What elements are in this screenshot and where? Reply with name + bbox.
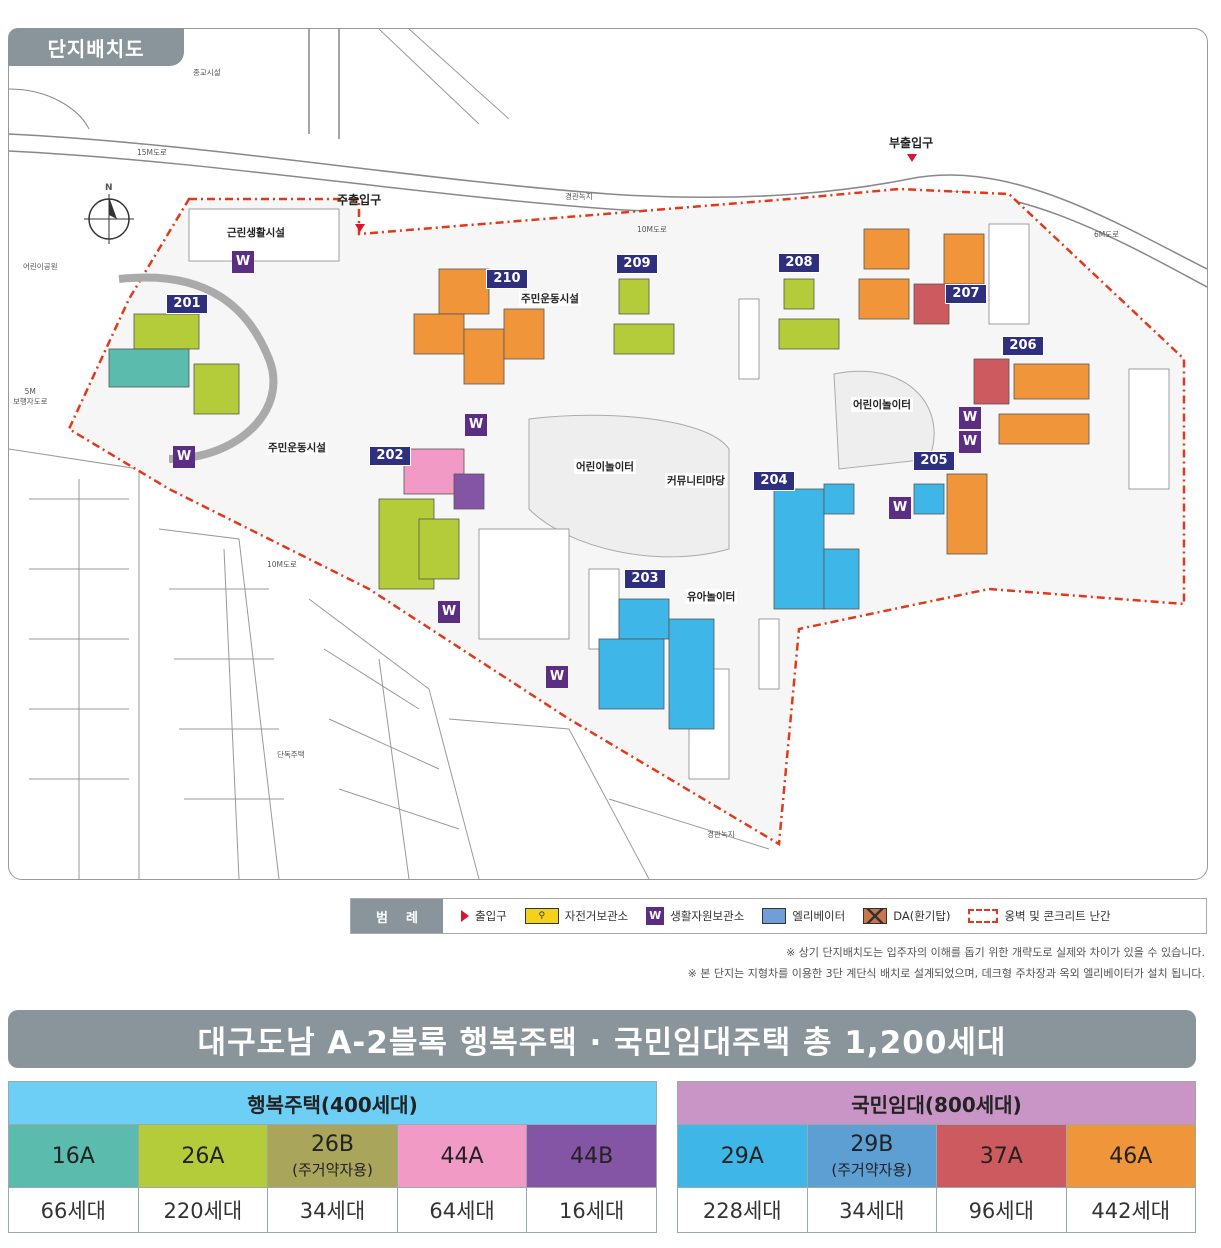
block-210: 210 [486,269,528,289]
recycle-storage-icon: W [959,431,981,453]
note-2: ※ 본 단지는 지형차를 이용한 3단 계단식 배치로 설계되었으며, 데크형 … [687,967,1205,980]
recycle-storage-icon: W [646,907,665,925]
religious-label: 종교시설 [193,68,221,77]
unit-count-cell: 228세대 [677,1187,808,1233]
unit-count-cell: 64세대 [396,1187,528,1233]
recycle-storage-icon: W [546,666,568,688]
legend-wall: 옹벽 및 콘크리트 난간 [968,908,1111,924]
unit-count-cell: 34세대 [806,1187,937,1233]
kids-park-label: 어린이공원 [23,262,58,271]
greenbelt-bottom-label: 경관녹지 [707,830,735,839]
unit-type-name: 16A [51,1143,95,1169]
gym-label-2: 주민운동시설 [519,291,581,306]
block-204: 204 [753,471,795,491]
unit-type-name: 44A [440,1143,484,1169]
unit-type-cell: 29A [677,1124,808,1188]
unit-type-cell: 29B (주거약자용) [806,1124,937,1188]
road-10m-top-label: 10M도로 [637,225,667,234]
legend-entrance: 출입구 [461,908,507,924]
map-title: 단지배치도 [8,28,184,66]
block-203: 203 [624,569,666,589]
unit-type-cell: 46A [1065,1124,1196,1188]
unit-type-subtitle: (주거약자용) [292,1161,373,1179]
legend-da: DA(환기탑) [863,908,950,924]
unit-count-cell: 96세대 [936,1187,1067,1233]
ventilation-tower-icon [863,908,888,924]
legend: 범례 출입구 ⚲ 자전거보관소 W 생활자원보관소 엘리베이터 DA(환기탑) … [350,898,1207,934]
block-206: 206 [1002,336,1044,356]
block-201: 201 [166,294,208,314]
unit-count-cell: 220세대 [137,1187,269,1233]
entrance-triangle-icon [461,910,469,922]
community-yard-label: 커뮤니티마당 [665,473,727,488]
recycle-storage-icon: W [465,414,487,436]
note-1: ※ 상기 단지배치도는 입주자의 이해를 돕기 위한 개략도로 실제와 차이가 … [786,946,1205,959]
bicycle-icon: ⚲ [524,908,559,924]
toddler-playground-label: 유아놀이터 [685,589,738,604]
national-rental-title: 국민임대(800세대) [677,1081,1196,1125]
recycle-storage-icon: W [438,601,460,623]
unit-type-subtitle: (주거약자용) [831,1161,913,1179]
block-202: 202 [369,446,411,466]
complex-summary-banner: 대구도남 A-2블록 행복주택 · 국민임대주택 총 1,200세대 [8,1010,1196,1068]
main-entrance-label: 주출입구 [337,193,382,207]
block-208: 208 [778,253,820,273]
unit-type-name: 46A [1109,1143,1153,1169]
greenbelt-top-label: 경관녹지 [565,192,593,201]
north-label: N [105,183,113,193]
block-209: 209 [616,254,658,274]
unit-type-name: 26A [181,1143,225,1169]
detached-housing-label: 단독주택 [277,750,305,759]
sub-entrance-label: 부출입구 [889,136,934,150]
legend-title: 범례 [351,899,443,933]
unit-type-cell: 37A [936,1124,1067,1188]
unit-count-cell: 34세대 [267,1187,398,1233]
road-15m-label: 15M도로 [137,148,167,157]
ped-road-label: 5M 보행자도로 [13,387,48,406]
unit-type-name: 26B [310,1132,355,1157]
gym-label-1: 주민운동시설 [266,440,328,455]
recycle-storage-icon: W [173,446,195,468]
unit-type-cell: 44A [396,1124,528,1188]
unit-type-name: 29B [850,1132,894,1157]
unit-type-name: 37A [979,1143,1023,1169]
unit-type-cell: 44B [526,1124,657,1188]
elevator-icon [762,908,787,924]
site-map: 종교시설 15M도로 10M도로 10M도로 6M도로 경관녹지 경관녹지 어린… [8,28,1208,880]
recycle-storage-icon: W [959,407,981,429]
retaining-wall-icon [968,909,999,923]
recycle-storage-icon: W [889,497,911,519]
recycle-storage-icon: W [232,251,254,273]
legend-recycle: W 생활자원보관소 [646,907,744,925]
legend-bike: ⚲ 자전거보관소 [524,908,628,924]
playground-label-2: 어린이놀이터 [851,397,913,412]
road-6m-label: 6M도로 [1094,230,1120,239]
unit-count-cell: 16세대 [526,1187,657,1233]
unit-type-name: 44B [570,1143,614,1169]
road-10m-bottom-label: 10M도로 [267,560,297,569]
unit-type-cell: 26A [137,1124,269,1188]
legend-elevator: 엘리베이터 [762,908,845,924]
happy-housing-title: 행복주택(400세대) [8,1081,657,1125]
unit-count-cell: 442세대 [1065,1187,1196,1233]
unit-type-cell: 16A [8,1124,139,1188]
unit-type-name: 29A [720,1143,764,1169]
block-207: 207 [945,284,987,304]
neighborhood-facility-label: 근린생활시설 [225,225,287,240]
unit-type-cell: 26B (주거약자용) [267,1124,398,1188]
site-map-drawing [9,29,1207,879]
playground-label-1: 어린이놀이터 [574,459,636,474]
block-205: 205 [913,451,955,471]
unit-count-cell: 66세대 [8,1187,139,1233]
